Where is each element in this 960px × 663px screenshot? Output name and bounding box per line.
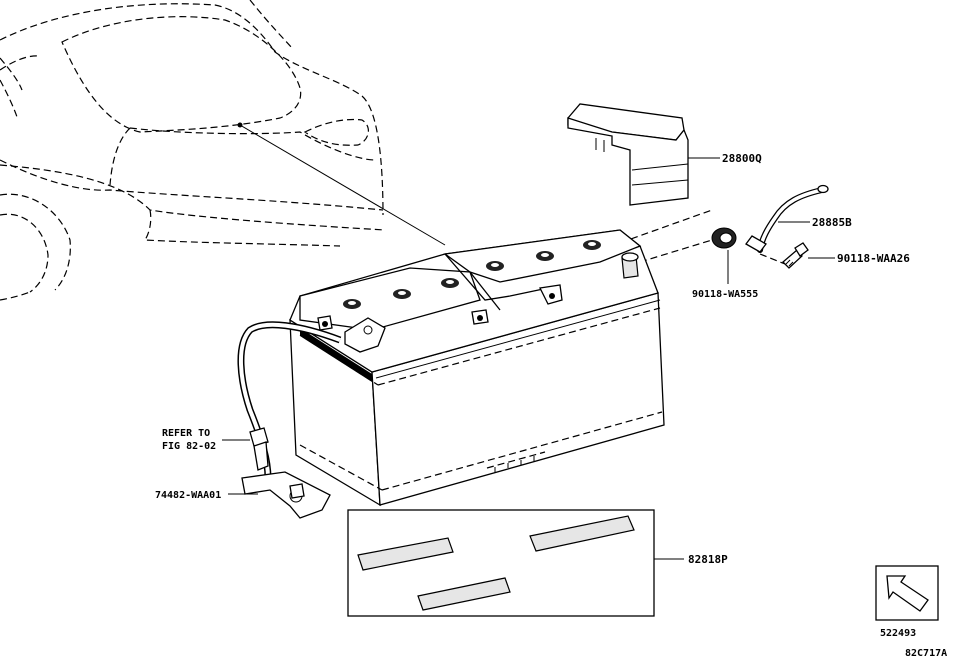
label-set-box <box>347 509 655 617</box>
terminal-bolt <box>782 242 809 269</box>
refer-fig-text: FIG 82-02 <box>162 441 216 452</box>
callout-90118-WA555: 90118-WA555 <box>692 289 758 300</box>
terminal-cable <box>745 184 829 253</box>
ground-bolt <box>249 427 269 471</box>
callout-74482-WAA01: 74482-WAA01 <box>155 490 221 501</box>
cover-dashed-line <box>599 209 713 251</box>
view-code: 522493 <box>880 628 916 639</box>
battery <box>289 229 665 507</box>
nut-dashed-line <box>639 239 713 263</box>
terminal-nut <box>711 227 737 249</box>
callout-90118-WAA26: 90118-WAA26 <box>837 252 910 265</box>
battery-cover <box>567 103 689 206</box>
callout-82818P: 82818P <box>688 553 728 566</box>
bolt-dashed-line <box>759 253 786 265</box>
callout-28885B: 28885B <box>812 216 852 229</box>
figure-code: 82C717A <box>905 648 947 659</box>
vehicle-rear-outline <box>0 0 386 301</box>
vent-caps <box>343 240 601 309</box>
location-leader-line <box>239 124 446 246</box>
refer-to-text: REFER TO <box>162 428 210 439</box>
view-arrow-icon <box>886 575 929 612</box>
callout-28800Q: 28800Q <box>722 152 762 165</box>
view-direction-box <box>875 565 939 621</box>
ground-bracket <box>241 471 331 519</box>
